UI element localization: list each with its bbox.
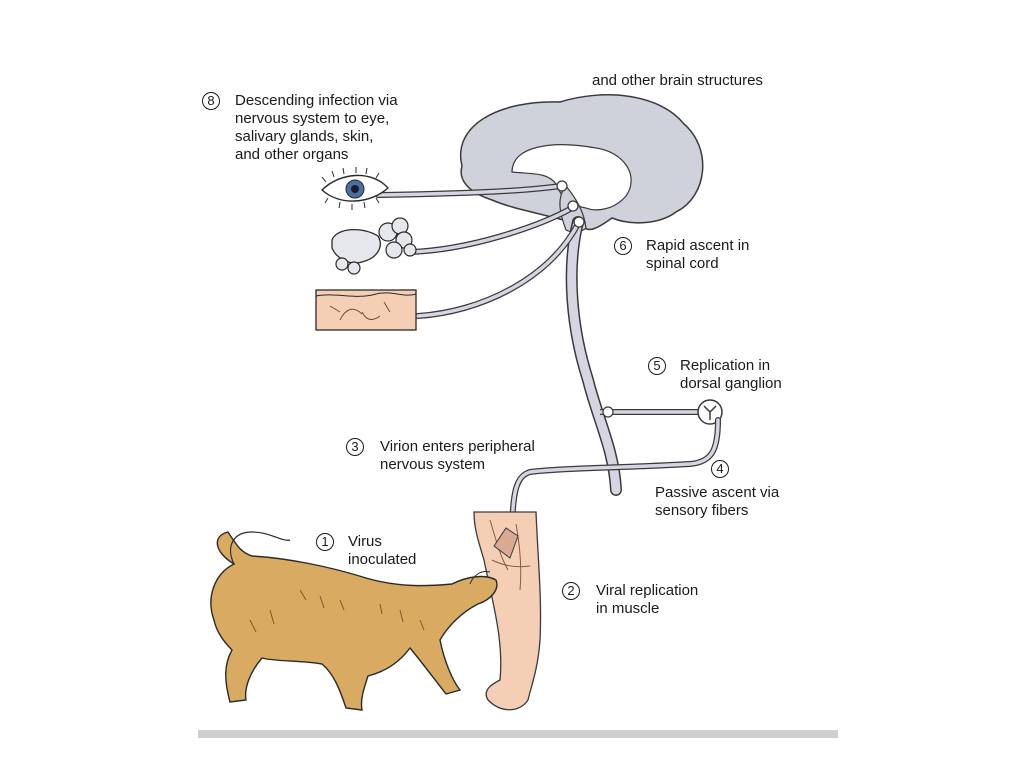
step-4-line-2: sensory fibers [655, 502, 749, 519]
spinal-cord-fill [567, 217, 621, 495]
step-7-line-1: and other brain structures [592, 72, 763, 86]
step-4-label: 4 Passive ascent via sensory fibers [655, 460, 779, 520]
step-6-label: 6 Rapid ascent in spinal cord [614, 237, 749, 273]
step-3-label: 3 Virion enters peripheral nervous syste… [346, 438, 535, 474]
step-1-label: 1 Virus inoculated [316, 533, 416, 569]
step-2-line-2: in muscle [596, 600, 660, 617]
eye-icon [320, 167, 389, 210]
step-7-label: and other brain structures 7 [592, 68, 763, 86]
salivary-gland-icon [331, 217, 417, 275]
step-3-number-badge: 3 [346, 438, 364, 456]
step-8-line-4: and other organs [235, 146, 349, 163]
step-3-line-1: Virion enters peripheral [380, 438, 535, 455]
step-5-label: 5 Replication in dorsal ganglion [648, 357, 782, 393]
step-2-label: 2 Viral replication in muscle [562, 582, 698, 618]
step-5-line-1: Replication in [680, 357, 771, 374]
skin-section-icon [315, 289, 417, 331]
sensory-pathway [509, 399, 723, 543]
step-1-line-1: Virus [348, 533, 382, 550]
descending-nerves [375, 180, 585, 319]
step-1-number-badge: 1 [316, 533, 334, 551]
step-8-line-2: nervous system to eye, [235, 110, 390, 127]
step-4-line-1: Passive ascent via [655, 484, 780, 501]
step-5-line-2: dorsal ganglion [680, 375, 782, 392]
step-6-number-badge: 6 [614, 237, 632, 255]
brain [459, 94, 704, 233]
step-8-number-badge: 8 [202, 92, 220, 110]
caption-cropped [198, 730, 838, 738]
step-3-line-2: nervous system [380, 456, 486, 473]
step-8-line-1: Descending infection via [235, 92, 398, 109]
step-4-number-badge: 4 [711, 460, 729, 478]
human-leg [473, 511, 542, 711]
step-8-line-3: salivary glands, skin, [235, 128, 374, 145]
step-2-line-1: Viral replication [596, 582, 699, 599]
step-8-label: 8 Descending infection via nervous syste… [202, 92, 398, 164]
step-6-line-1: Rapid ascent in [646, 237, 750, 254]
step-1-line-2: inoculated [348, 551, 417, 568]
step-2-number-badge: 2 [562, 582, 580, 600]
step-5-number-badge: 5 [648, 357, 666, 375]
step-6-line-2: spinal cord [646, 255, 719, 272]
dog [210, 531, 498, 711]
